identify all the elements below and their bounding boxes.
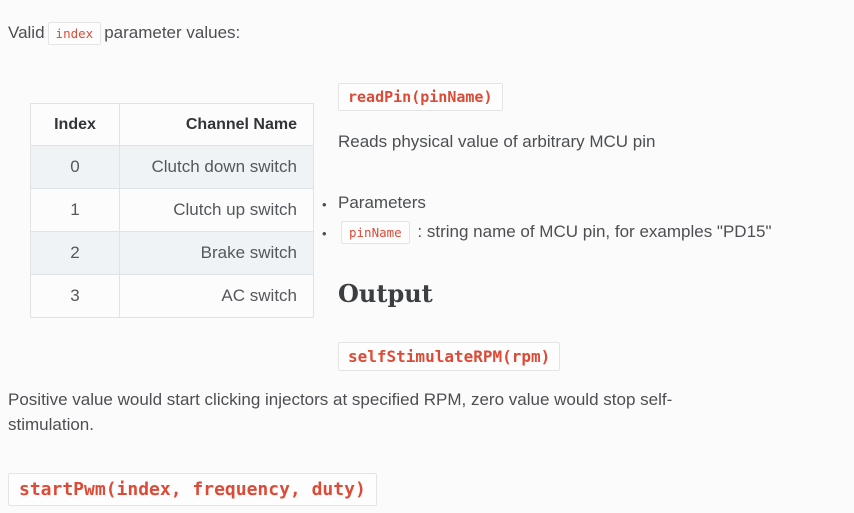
table-header-row: Index Channel Name xyxy=(30,103,314,146)
index-inline-code: index xyxy=(47,22,102,46)
table-header-index: Index xyxy=(30,103,120,146)
index-cell: 3 xyxy=(30,274,120,318)
intro-text-prefix: Valid xyxy=(8,23,45,42)
channel-name-cell: Brake switch xyxy=(119,231,314,275)
function-docs-column: readPin(pinName) Reads physical value of… xyxy=(322,83,846,372)
pinname-list-item: pinName : string name of MCU pin, for ex… xyxy=(322,221,846,245)
selfstimulate-description: Positive value would start clicking inje… xyxy=(8,390,673,435)
index-cell: 1 xyxy=(30,188,120,232)
index-cell: 2 xyxy=(30,231,120,275)
parameters-label: Parameters xyxy=(338,193,426,212)
readpin-description: Reads physical value of arbitrary MCU pi… xyxy=(338,132,656,151)
table-header: Index Channel Name xyxy=(30,103,314,146)
intro-text-suffix: parameter values: xyxy=(104,23,241,42)
channel-name-cell: Clutch up switch xyxy=(119,188,314,232)
parameters-list-item: Parameters xyxy=(322,192,846,216)
pinname-description: : string name of MCU pin, for examples "… xyxy=(417,222,772,241)
index-cell: 0 xyxy=(30,145,120,189)
output-heading: Output xyxy=(338,279,433,309)
pinname-inline-code: pinName xyxy=(341,221,410,245)
selfstimulate-signature-code: selfStimulateRPM(rpm) xyxy=(338,342,561,372)
channel-name-cell: Clutch down switch xyxy=(119,145,314,189)
startpwm-signature-code: startPwm(index, frequency, duty) xyxy=(8,473,377,507)
channel-name-cell: AC switch xyxy=(119,274,314,318)
table-header-channel-name: Channel Name xyxy=(119,103,314,146)
parameters-list: Parameters pinName : string name of MCU … xyxy=(322,192,846,245)
readpin-signature-code: readPin(pinName) xyxy=(338,83,503,111)
